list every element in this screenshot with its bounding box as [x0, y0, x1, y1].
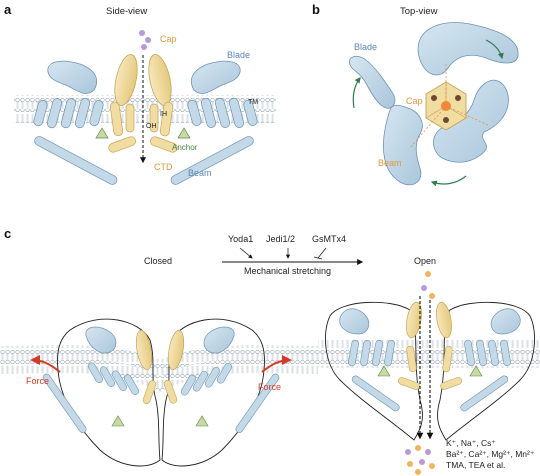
ion-purple	[421, 285, 427, 291]
label-open: Open	[414, 256, 436, 266]
rotation-arrow	[352, 77, 361, 109]
ion-list-line2: Ba²⁺, Ca²⁺, Mg²⁺, Mn²⁺	[446, 449, 535, 459]
label-blade-b: Blade	[354, 42, 377, 52]
open-anchor-left	[377, 365, 391, 377]
panel-a-letter: a	[4, 2, 12, 17]
ion-orange	[429, 293, 435, 299]
rotation-arrow	[430, 175, 467, 187]
panel-a-title: Side-view	[106, 6, 147, 17]
label-blade: Blade	[227, 50, 250, 60]
panel-a: a Side-view	[4, 2, 276, 185]
open-tm-left	[348, 339, 395, 367]
open-anchor-right	[469, 365, 483, 377]
ion-orange	[425, 271, 431, 277]
closed-membrane-upper	[0, 345, 318, 376]
open-blade-left	[339, 308, 370, 335]
label-tm: TM	[248, 99, 258, 106]
ctd-left	[108, 136, 136, 153]
blade-right	[191, 60, 241, 94]
gsmtx-inhibit-bar	[313, 256, 323, 260]
dashed-axis	[409, 105, 447, 149]
label-mechanical-stretching: Mechanical stretching	[244, 266, 331, 276]
yoda-arrow	[239, 247, 253, 259]
closed-ih-left	[142, 380, 157, 404]
ion-purple	[139, 30, 145, 36]
tm-helices-left	[33, 98, 104, 129]
panel-c-letter: c	[4, 226, 11, 241]
open-beam-right	[460, 375, 509, 412]
open-cap-left	[406, 301, 422, 339]
label-anchor: Anchor	[172, 143, 198, 152]
helix-dot	[443, 117, 449, 123]
inner-helix-left	[109, 101, 124, 137]
open-ih-left	[406, 345, 417, 373]
open-cap-right	[436, 301, 452, 339]
label-cap: Cap	[160, 34, 177, 44]
ion-purple	[141, 44, 147, 50]
open-tm-right	[464, 339, 511, 367]
label-closed: Closed	[144, 256, 172, 266]
closed-cap-right	[167, 329, 185, 371]
blade-tip-b	[349, 55, 396, 109]
outer-helix-right	[149, 103, 159, 133]
panel-b: b Top-view Blade Cap Beam	[312, 2, 519, 187]
ion-cluster	[405, 445, 435, 475]
label-ctd: CTD	[154, 162, 173, 172]
blade-left	[47, 60, 97, 94]
open-channel-left-outline	[325, 301, 423, 441]
open-ih-right	[442, 345, 453, 373]
anchor-right	[177, 127, 191, 139]
closed-tm-right	[180, 362, 232, 396]
anchor-left	[95, 127, 109, 139]
force-arrow-left	[30, 355, 61, 373]
tm-helices-right	[187, 97, 258, 128]
panel-b-letter: b	[312, 2, 320, 17]
label-beam: Beam	[188, 168, 212, 178]
blade-left-b	[383, 104, 423, 186]
beam-right	[170, 136, 254, 185]
label-cap-b: Cap	[406, 96, 423, 106]
rotation-arrow	[485, 39, 504, 60]
force-arrow-right	[261, 355, 292, 373]
closed-anchor-left	[111, 415, 125, 427]
closed-membrane-lower	[0, 358, 318, 392]
ctd-right	[150, 136, 178, 153]
outer-helix-left	[125, 103, 135, 133]
closed-tm-left	[87, 362, 139, 396]
inner-helix-right	[159, 101, 174, 137]
ion-list-line3: TMA, TEA et al.	[446, 460, 505, 470]
panel-c: c Yoda1 Jedi1/2 GsMTx4 Mechanical stretc…	[0, 226, 540, 475]
label-ih: IH	[160, 111, 167, 118]
closed-blade-left	[85, 326, 117, 354]
label-force-left: Force	[26, 376, 49, 386]
ion-purple	[145, 37, 151, 43]
open-channel-right-outline	[437, 301, 535, 441]
closed-anchor-right	[195, 415, 209, 427]
helix-dot	[455, 95, 461, 101]
closed-blade-right	[203, 326, 235, 354]
open-beam-left	[351, 375, 400, 412]
closed-beam-right	[235, 373, 280, 433]
beam-left	[34, 136, 118, 185]
open-blade-right	[490, 308, 521, 335]
gsmtx-inhibit	[317, 247, 327, 259]
closed-cap-left	[135, 329, 153, 371]
ion-list-line1: K⁺, Na⁺, Cs⁺	[446, 438, 496, 448]
label-beam-b: Beam	[378, 158, 402, 168]
label-gsmtx4: GsMTx4	[312, 234, 346, 244]
panel-b-title: Top-view	[400, 6, 438, 17]
label-jedi: Jedi1/2	[266, 234, 295, 244]
closed-beam-left	[42, 373, 87, 433]
open-ctd-left	[397, 377, 420, 390]
label-yoda1: Yoda1	[228, 234, 253, 244]
blade-top	[417, 22, 519, 76]
closed-ih-right	[163, 380, 178, 404]
label-oh: OH	[146, 123, 157, 130]
dashed-axis	[445, 105, 491, 127]
open-ctd-right	[440, 377, 463, 390]
helix-dot	[431, 95, 437, 101]
label-force-right: Force	[258, 382, 281, 392]
cap-left	[114, 54, 138, 106]
